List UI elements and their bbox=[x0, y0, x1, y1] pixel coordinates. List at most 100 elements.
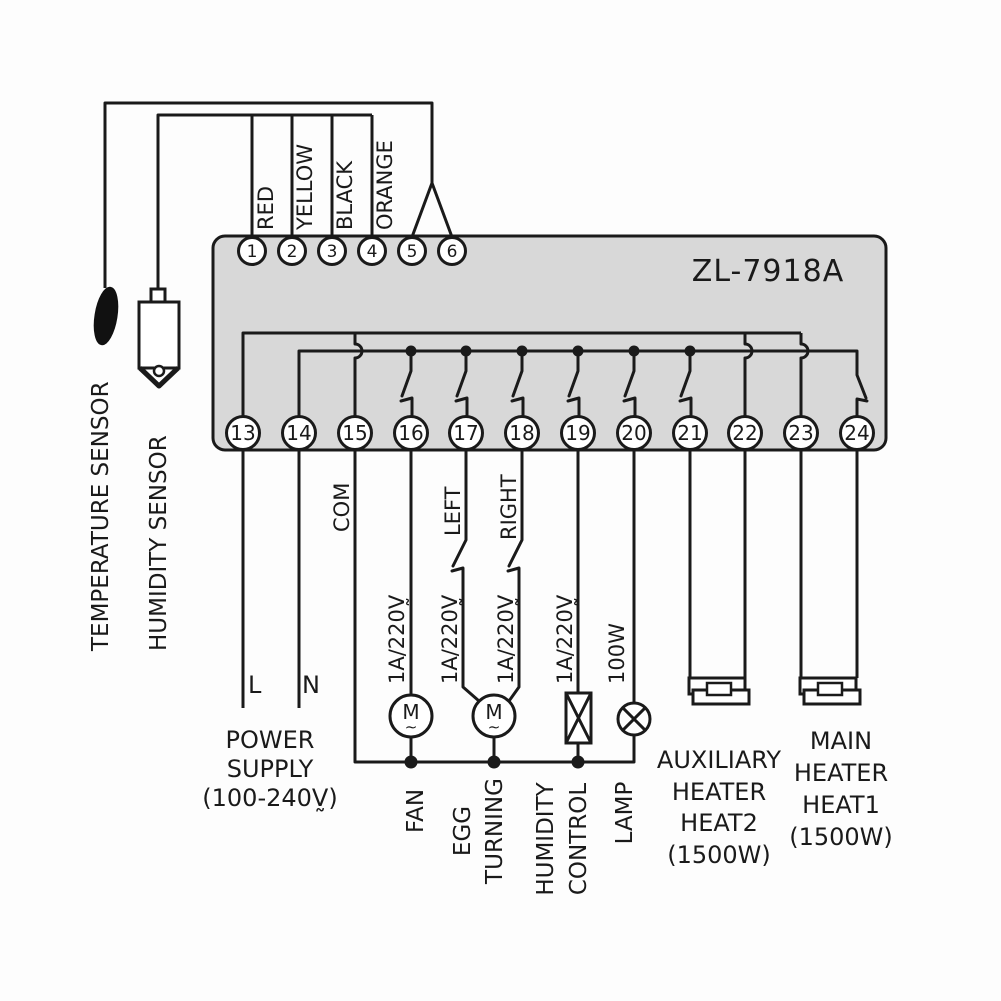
main-heater-line3: HEAT1 bbox=[802, 791, 880, 819]
aux-heater-symbol bbox=[687, 676, 751, 706]
egg-motor-circle bbox=[471, 693, 517, 739]
terminal-1-number: 1 bbox=[247, 242, 258, 262]
terminal-21-number: 21 bbox=[677, 421, 702, 445]
relay-contact-24 bbox=[855, 373, 869, 419]
terminal-20-number: 20 bbox=[621, 421, 646, 445]
controller-model-label: ZL-7918A bbox=[692, 254, 844, 289]
power-supply-line1: POWER bbox=[226, 726, 315, 754]
terminal-3-number: 3 bbox=[327, 242, 338, 262]
terminal-24-number: 24 bbox=[844, 421, 869, 445]
fan-motor-m: M bbox=[402, 700, 419, 724]
terminal-4 bbox=[357, 236, 387, 266]
terminal-22 bbox=[727, 415, 763, 451]
aux-heater-line4: (1500W) bbox=[667, 841, 771, 869]
aux-heater-line3: HEAT2 bbox=[680, 809, 758, 837]
sensor-wires bbox=[103, 101, 454, 289]
humidity-label: HUMIDITY bbox=[533, 781, 559, 895]
egg-right-wire bbox=[506, 448, 524, 703]
lamp-symbol bbox=[616, 701, 652, 737]
terminal-6 bbox=[437, 236, 467, 266]
control-label: CONTROL bbox=[566, 783, 592, 896]
aux-heater-element bbox=[705, 681, 733, 697]
humidity-sensor-body bbox=[137, 300, 181, 370]
terminal-14-number: 14 bbox=[286, 421, 311, 445]
line-n-label: N bbox=[302, 671, 320, 699]
terminal-20 bbox=[616, 415, 652, 451]
temperature-sensor-wire bbox=[103, 101, 454, 288]
main-heater-element bbox=[816, 681, 844, 697]
main-heater-line4: (1500W) bbox=[789, 823, 893, 851]
bus-junction-dot bbox=[404, 755, 418, 769]
terminal-23-number: 23 bbox=[788, 421, 813, 445]
humidity-rating-label: 1A/220V̰ bbox=[553, 594, 578, 684]
wire-color-label-yellow: YELLOW bbox=[293, 144, 317, 231]
main-heater-symbol bbox=[798, 676, 862, 706]
egg-left-rating-label: 1A/220V̰ bbox=[438, 594, 463, 684]
terminal-2-number: 2 bbox=[287, 242, 298, 262]
temperature-sensor-label: TEMPERATURE SENSOR bbox=[88, 381, 114, 652]
relay-contact-16 bbox=[399, 349, 414, 419]
power-supply-line2: SUPPLY bbox=[227, 755, 314, 783]
fan-motor-circle bbox=[388, 693, 434, 739]
egg-label: EGG bbox=[450, 806, 476, 856]
output-wiring bbox=[241, 448, 859, 769]
terminal-24 bbox=[839, 415, 875, 451]
line-l-label: L bbox=[248, 671, 262, 699]
terminal-4-number: 4 bbox=[367, 242, 378, 262]
aux-heater-label: AUXILIARY HEATER HEAT2 (1500W) bbox=[657, 746, 782, 869]
main-heater-label: MAIN HEATER HEAT1 (1500W) bbox=[789, 727, 893, 851]
terminal-19-number: 19 bbox=[565, 421, 590, 445]
egg-motor-symbol: M ∼ bbox=[471, 693, 517, 739]
main-heater-wires bbox=[799, 450, 859, 678]
terminal-13-number: 13 bbox=[230, 421, 255, 445]
terminal-15-number: 15 bbox=[342, 421, 367, 445]
power-supply-label: POWER SUPPLY (100-240V̰) bbox=[202, 726, 337, 812]
wire-color-label-black: BLACK bbox=[333, 160, 357, 230]
terminal-14 bbox=[281, 415, 317, 451]
humidity-sensor-symbol bbox=[137, 287, 181, 389]
terminal-22-number: 22 bbox=[732, 421, 757, 445]
temperature-sensor-probe bbox=[93, 286, 119, 346]
terminal-15 bbox=[337, 415, 373, 451]
turning-label: TURNING bbox=[482, 778, 508, 885]
fan-motor-symbol: M ∼ bbox=[388, 693, 434, 739]
egg-motor-wave: ∼ bbox=[488, 718, 501, 736]
humidity-sensor-hole bbox=[152, 364, 166, 378]
egg-right-rating-label: 1A/220V̰ bbox=[494, 594, 519, 684]
humidity-sensor-wire bbox=[156, 113, 374, 289]
bus-junction-dot bbox=[487, 755, 501, 769]
relay-contact-21 bbox=[678, 349, 693, 419]
power-supply-line3: (100-240V̰) bbox=[202, 784, 337, 812]
wire-color-label-red: RED bbox=[254, 186, 278, 230]
humidifier-cross bbox=[564, 692, 593, 744]
fan-motor-wave: ∼ bbox=[405, 718, 418, 736]
terminal-21 bbox=[672, 415, 708, 451]
terminal-2 bbox=[277, 236, 307, 266]
aux-heater-wires bbox=[688, 450, 747, 678]
egg-motor-m: M bbox=[485, 700, 502, 724]
aux-heater-line2: HEATER bbox=[672, 778, 766, 806]
bus-junction-dot bbox=[571, 755, 585, 769]
relay-contact-19 bbox=[566, 349, 581, 419]
relay-contact-17 bbox=[454, 349, 469, 419]
terminal-23 bbox=[783, 415, 819, 451]
terminal-3 bbox=[317, 236, 347, 266]
internal-wiring bbox=[241, 331, 869, 419]
terminal-1 bbox=[237, 236, 267, 266]
wire-color-labels: RED YELLOW BLACK ORANGE bbox=[254, 140, 397, 231]
lamp-cross bbox=[621, 706, 647, 732]
terminal-18-number: 18 bbox=[509, 421, 534, 445]
humidifier-symbol bbox=[564, 691, 593, 745]
lamp-watt-label: 100W bbox=[605, 623, 629, 684]
main-heater-line2: HEATER bbox=[794, 759, 888, 787]
lamp-label: LAMP bbox=[612, 781, 638, 844]
relay-contact-18 bbox=[510, 349, 525, 419]
top-terminals: 1 2 3 4 5 6 bbox=[237, 236, 467, 266]
wire-color-label-orange: ORANGE bbox=[373, 140, 397, 230]
aux-heater-line1: AUXILIARY bbox=[657, 746, 782, 774]
egg-left-wire bbox=[450, 448, 481, 703]
main-heater-line1: MAIN bbox=[810, 727, 872, 755]
terminal-13 bbox=[225, 415, 261, 451]
